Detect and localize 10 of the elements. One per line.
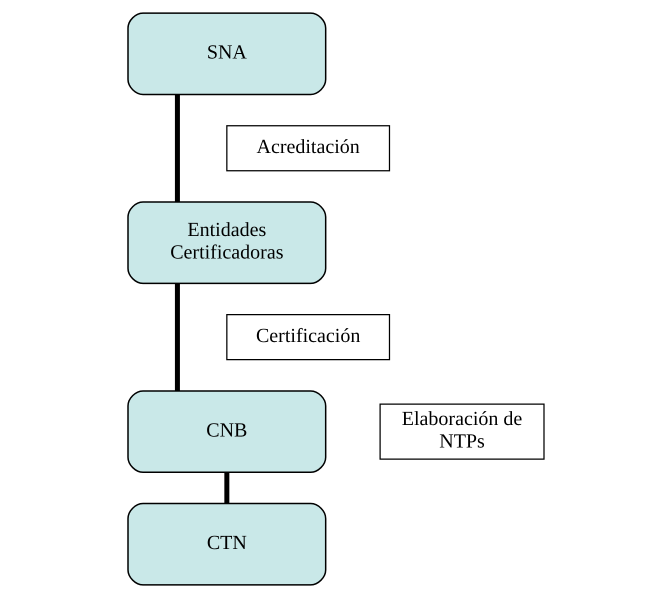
node-box: Certificación [226,314,390,360]
node-box: SNA [126,12,326,96]
connector [174,284,180,391]
node-box: Elaboración de NTPs [378,403,544,460]
node-box: CNB [126,390,326,474]
node-box: Entidades Certificadoras [126,201,326,284]
node-box: Acreditación [226,125,390,172]
node-box: CTN [126,502,326,586]
connector [174,94,180,202]
connector [224,472,229,504]
